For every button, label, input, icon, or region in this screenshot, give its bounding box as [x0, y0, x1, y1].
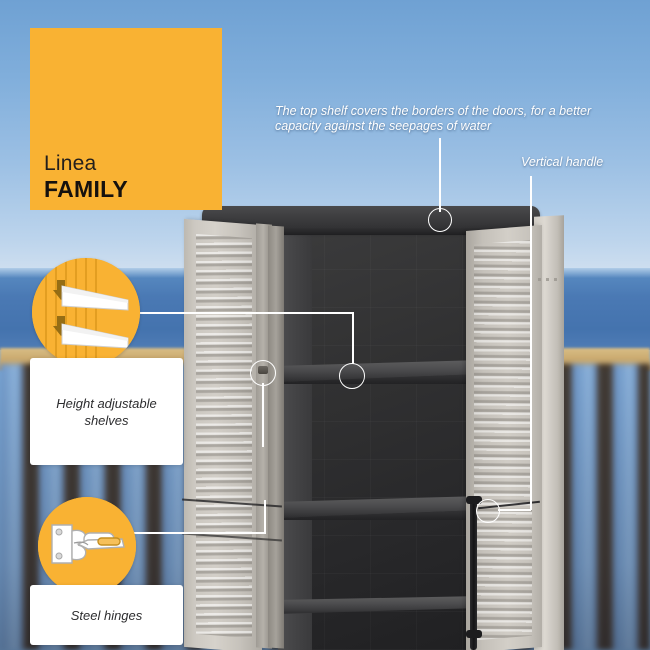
annotation-vertical-handle: Vertical handle: [521, 155, 604, 169]
storage-cabinet: [178, 200, 564, 650]
leader-line-shelves: [112, 312, 354, 314]
brand-line-label: Linea: [44, 152, 97, 175]
adjustable-shelves-icon: [32, 258, 140, 366]
callout-icon-steel-hinges: [38, 497, 136, 595]
left-door-louvres: [196, 233, 252, 639]
callout-marker-top-shelf: [428, 208, 452, 232]
cabinet-vertical-handle: [470, 498, 477, 650]
steel-hinge-icon: [38, 497, 136, 595]
left-door-inner-panel: [268, 225, 284, 649]
cabinet-shelf-top-edge: [274, 374, 482, 384]
brand-logo-box: Linea FAMILY: [30, 28, 222, 210]
leader-line-hinges: [108, 532, 266, 534]
callout-icon-height-adjustable-shelves: [32, 258, 140, 366]
callout-box-height-adjustable-shelves: Height adjustable shelves: [30, 358, 183, 465]
leader-line-shelves-drop: [352, 312, 354, 364]
callout-marker-shelf-pin: [250, 360, 276, 386]
leader-line-top-shelf: [439, 138, 441, 212]
leader-line-shelf-pin: [262, 383, 264, 447]
cabinet-top-cover-edge: [204, 228, 538, 235]
callout-label-steel-hinges: Steel hinges: [70, 607, 143, 623]
brand-family-label: FAMILY: [44, 176, 129, 202]
cabinet-left-door: [184, 218, 262, 650]
right-door-vent-holes: [538, 278, 541, 281]
handle-top-bracket: [466, 496, 482, 504]
cabinet-shelf-middle-edge: [274, 510, 482, 520]
leader-line-hinges-riser: [264, 500, 266, 533]
annotation-top-shelf: The top shelf covers the borders of the …: [275, 104, 592, 133]
cabinet-shelf-bottom: [274, 596, 482, 614]
leader-line-vertical-handle-elbow: [498, 509, 531, 511]
handle-bottom-bracket: [466, 630, 482, 638]
right-door-louvres: [474, 239, 532, 641]
callout-label-height-adjustable-shelves: Height adjustable shelves: [56, 395, 157, 428]
callout-marker-shelf: [339, 363, 365, 389]
leader-line-vertical-handle: [530, 176, 532, 510]
callout-box-steel-hinges: Steel hinges: [30, 585, 183, 645]
callout-marker-vertical-handle: [476, 499, 500, 523]
